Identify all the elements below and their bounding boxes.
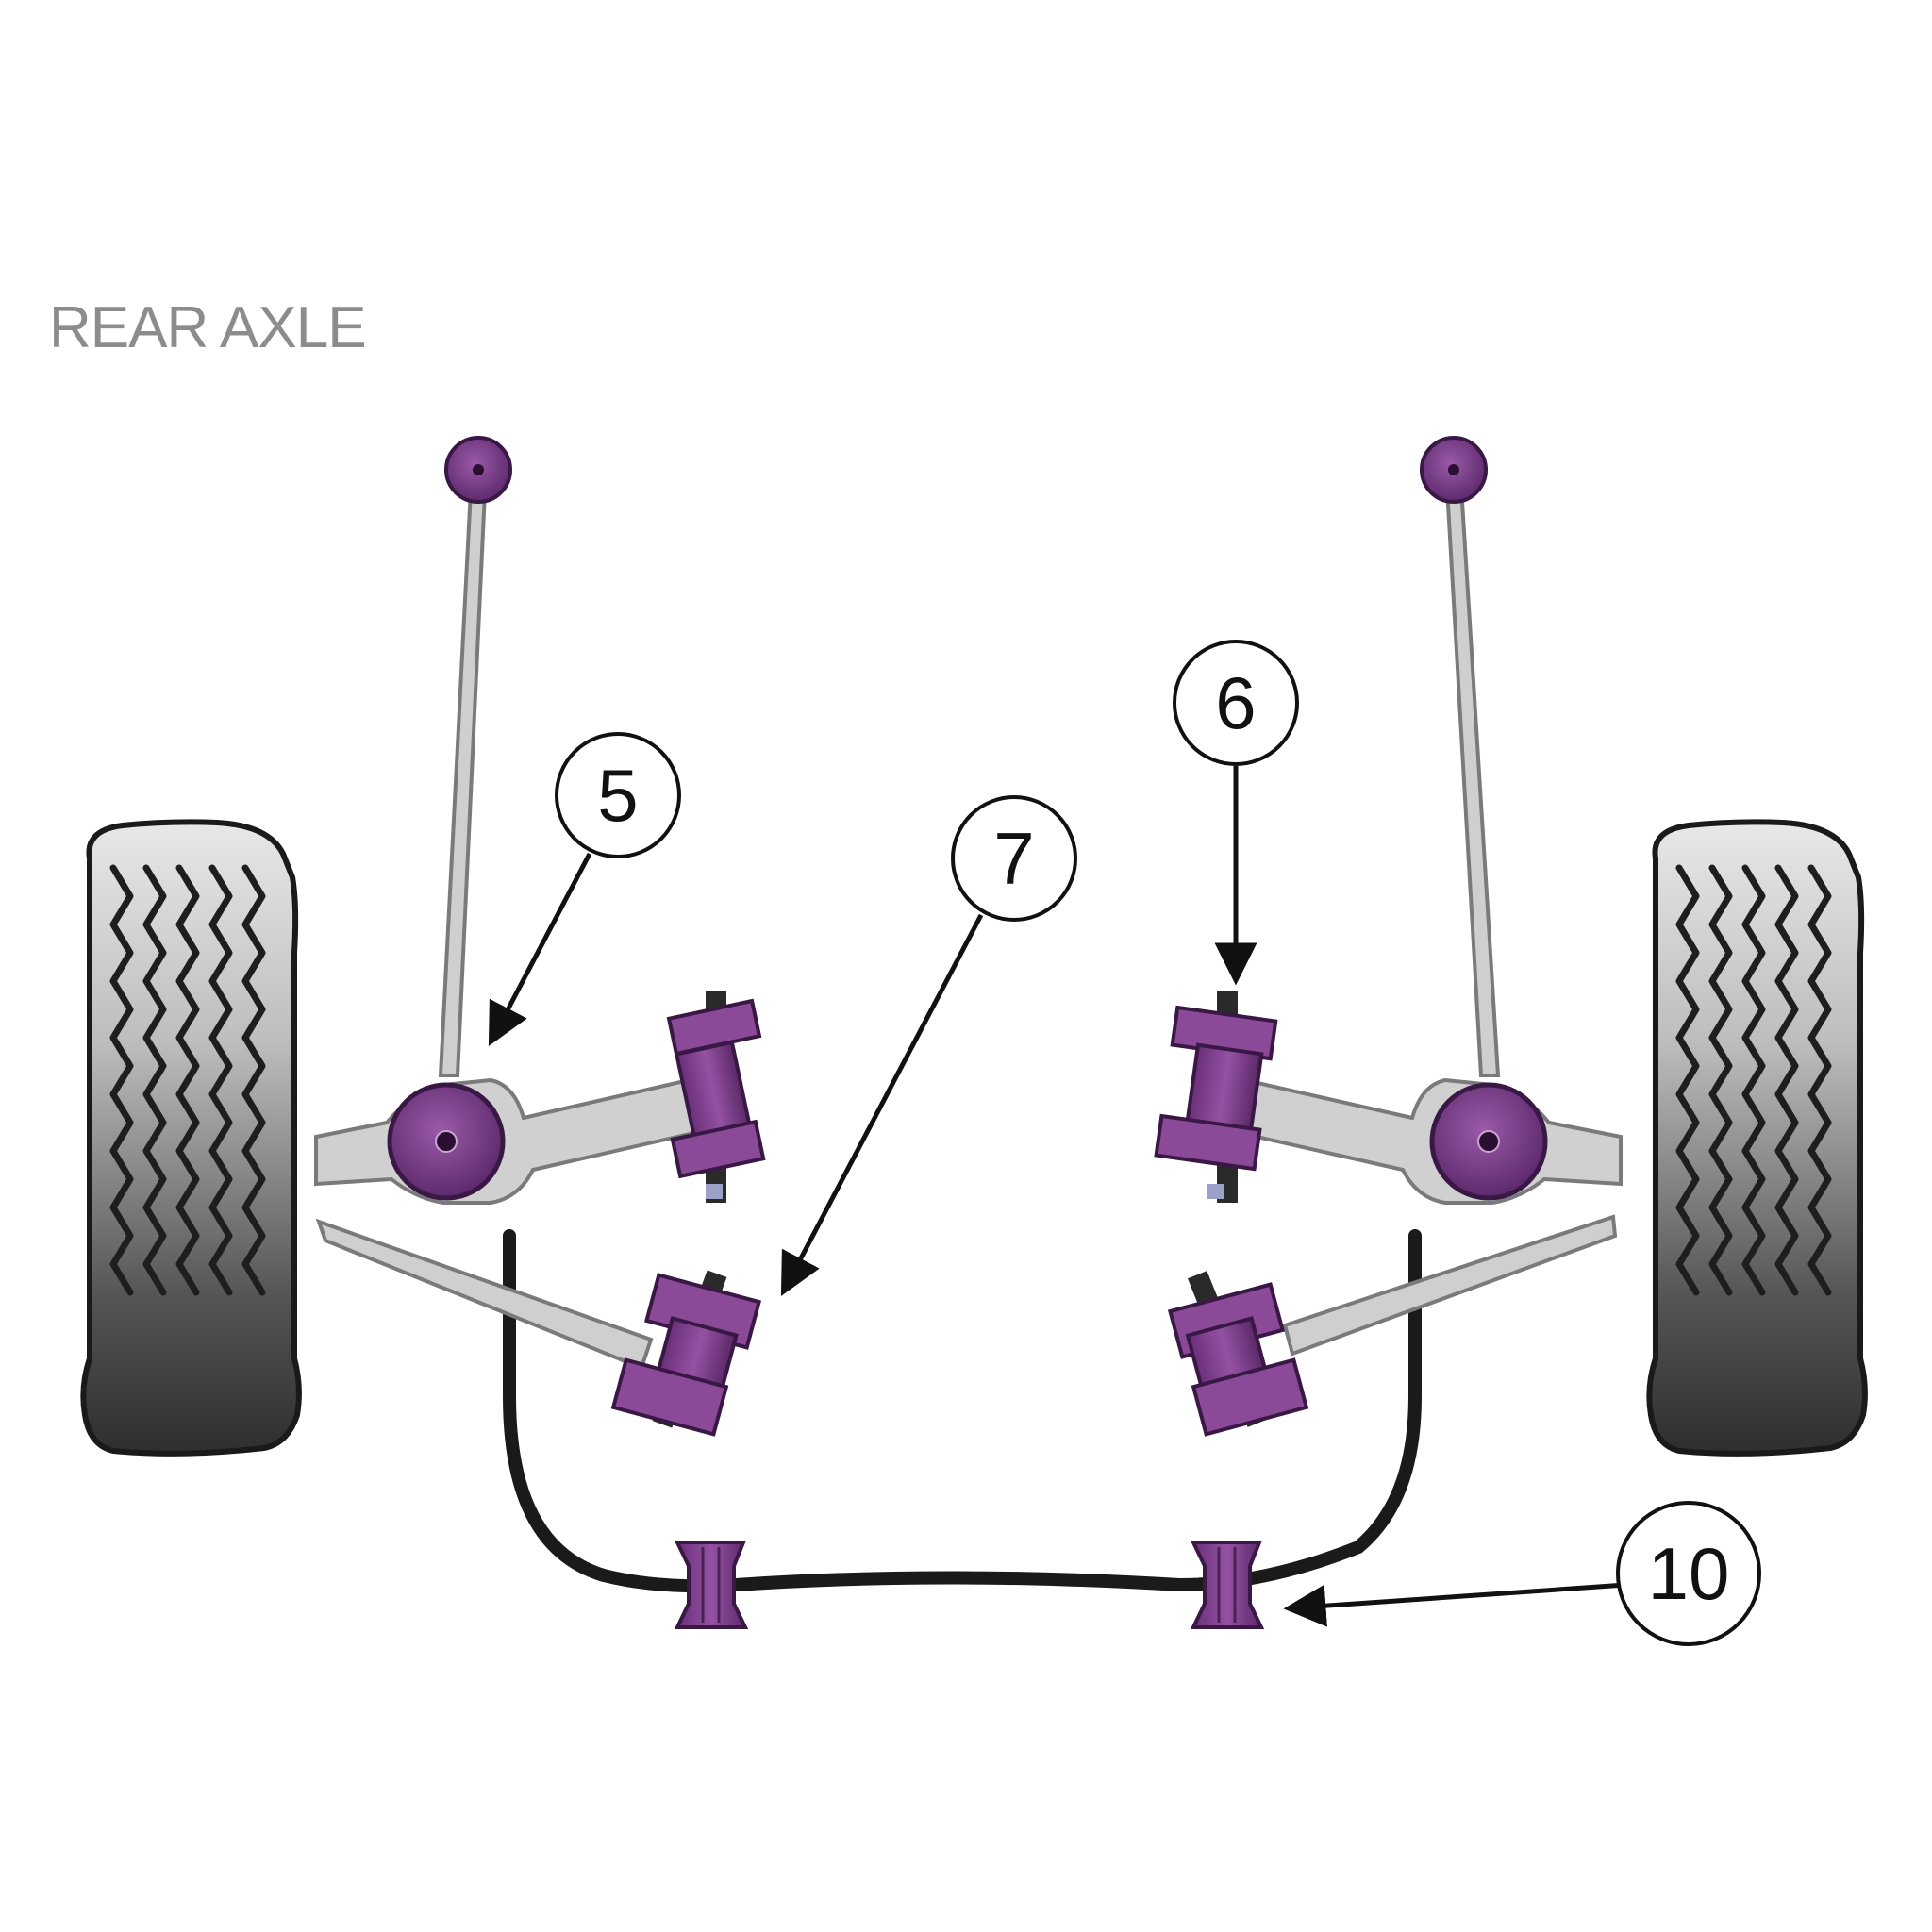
left-tire — [80, 819, 302, 1457]
left-lower-arm — [315, 1218, 654, 1371]
left-lower-bushing-stack — [610, 1270, 762, 1437]
arrow-icon — [488, 852, 592, 1046]
callout-6: 6 — [1173, 640, 1299, 986]
right-tire — [1646, 819, 1868, 1457]
callout-label: 7 — [993, 817, 1034, 900]
right-lower-bushing-stack — [1167, 1271, 1309, 1437]
right-lower-arm — [1282, 1214, 1618, 1357]
left-upright-link — [438, 436, 512, 1077]
right-upright-link — [1420, 436, 1501, 1077]
left-bar-bushing — [674, 1541, 749, 1629]
callout-label: 6 — [1215, 661, 1256, 744]
left-upper-arm — [314, 1077, 701, 1205]
right-upper-bushing-stack — [1154, 991, 1278, 1203]
callout-10: 10 — [1283, 1501, 1761, 1646]
arrow-icon — [780, 913, 984, 1296]
right-bar-bushing — [1190, 1541, 1265, 1629]
callout-label: 5 — [597, 754, 638, 837]
right-upper-arm — [1233, 1077, 1623, 1205]
anti-roll-bar — [503, 1229, 1422, 1593]
callout-7: 7 — [780, 795, 1077, 1296]
callout-label: 10 — [1648, 1532, 1730, 1615]
diagram-title: REAR AXLE — [49, 295, 367, 360]
bushing-icon — [674, 1541, 749, 1629]
arrow-icon — [1283, 1582, 1626, 1627]
left-upper-bushing-stack — [666, 991, 766, 1203]
callout-5: 5 — [488, 732, 681, 1046]
bushing-icon — [1190, 1541, 1265, 1629]
